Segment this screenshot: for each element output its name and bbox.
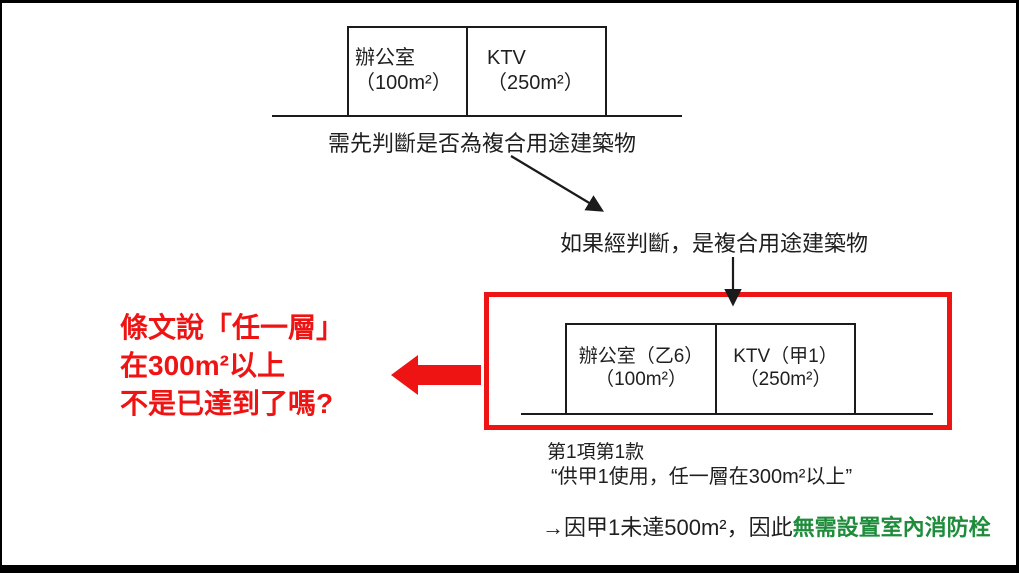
conclusion-line: →因甲1未達500m²，因此無需設置室內消防栓 (542, 510, 991, 542)
unit-ktv-label: KTV (487, 47, 526, 69)
unit-ktv-classified-label: KTV（甲1） (733, 346, 838, 367)
callout-line-3: 不是已達到了嗎? (120, 388, 334, 419)
unit-office-classified: 辦公室（乙6） （100m²） (565, 323, 717, 415)
ground-line-classified (521, 413, 933, 415)
right-arrow-icon: → (542, 515, 564, 540)
callout-line-2: 在300m²以上 (120, 350, 285, 381)
provision-clause: 第1項第1款 (547, 442, 645, 463)
unit-ktv-classified-area: （250m²） (739, 369, 832, 390)
ground-line (272, 115, 682, 117)
callout-question: 條文說「任一層」 在300m²以上 不是已達到了嗎? (120, 309, 344, 423)
top-caption: 需先判斷是否為複合用途建築物 (328, 131, 637, 156)
conclusion-reason: 因甲1未達500m²，因此 (564, 515, 793, 540)
classified-building-diagram: 辦公室（乙6） （100m²） KTV（甲1） （250m²） (565, 323, 856, 415)
unit-office: 辦公室 （100m²） (347, 26, 468, 117)
unit-ktv-area: （250m²） (487, 72, 584, 94)
classified-building-highlight-box: 辦公室（乙6） （100m²） KTV（甲1） （250m²） (484, 292, 952, 430)
callout-line-1: 條文說「任一層」 (120, 312, 345, 343)
unit-office-classified-label: 辦公室（乙6） (578, 346, 704, 367)
provision-quote: “供甲1使用，任一層在300m²以上” (551, 466, 853, 488)
initial-building-diagram: 辦公室 （100m²） KTV （250m²） (347, 26, 607, 117)
unit-office-label: 辦公室 (355, 47, 415, 69)
conclusion-result: 無需設置室內消防栓 (792, 515, 991, 540)
unit-office-area: （100m²） (355, 72, 452, 94)
unit-ktv: KTV （250m²） (466, 26, 607, 117)
judgment-label: 如果經判斷，是複合用途建築物 (560, 231, 869, 256)
diagonal-arrow-icon (510, 155, 605, 212)
unit-ktv-classified: KTV（甲1） （250m²） (715, 323, 856, 415)
red-block-arrow-icon (391, 355, 481, 395)
unit-office-classified-area: （100m²） (595, 369, 687, 390)
